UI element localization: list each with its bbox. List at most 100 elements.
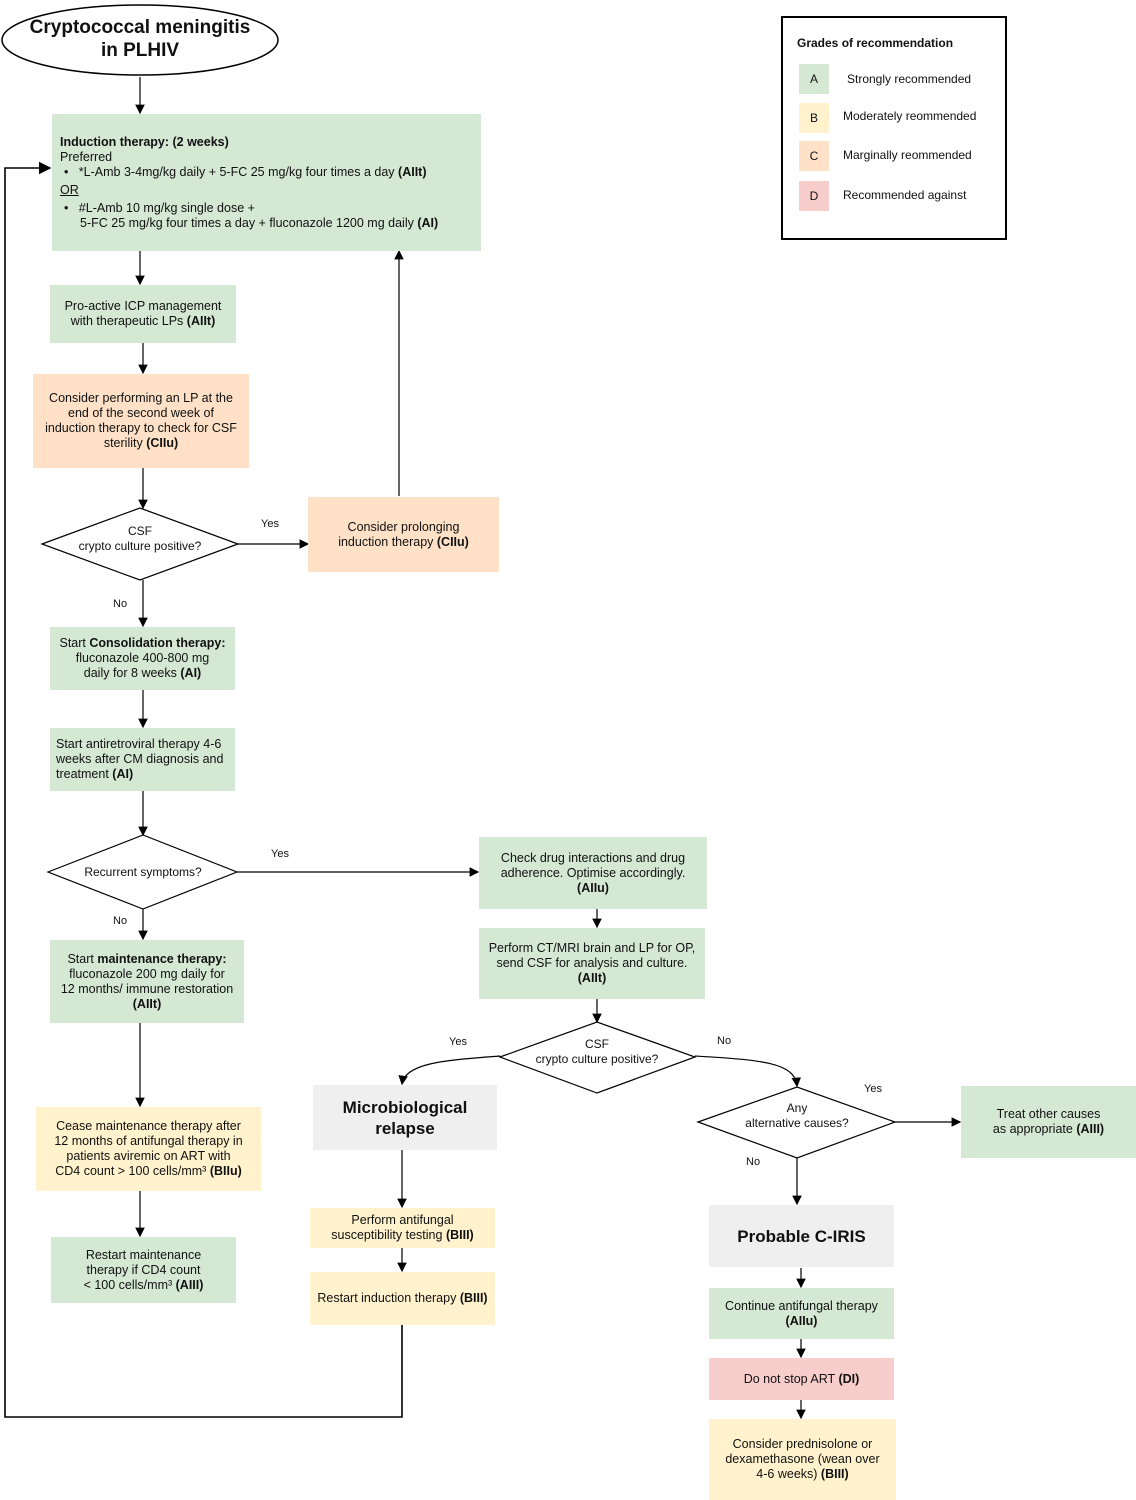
alt-causes-line1: Any — [786, 1101, 808, 1115]
csf2-line2: crypto culture positive? — [535, 1052, 659, 1066]
legend-swatch-d: D — [799, 181, 829, 211]
cease-grade: (BIIu) — [209, 1164, 242, 1178]
ct-mri-line2: send CSF for analysis and culture. — [496, 956, 688, 970]
consider-lp-grade: (CIIu) — [146, 436, 179, 450]
maintenance-grade: (AIIt) — [132, 996, 162, 1011]
edge-loop-back-to-induction — [4, 161, 403, 1418]
cease-line1: Cease maintenance therapy after — [56, 1119, 241, 1133]
restart-maint-grade: (AIII) — [175, 1277, 204, 1292]
prednisolone-box: Consider prednisolone or dexamethasone (… — [709, 1419, 896, 1500]
art-line2: weeks after CM diagnosis and — [56, 752, 224, 766]
csf2-decision-text: CSF crypto culture positive? — [517, 1037, 677, 1067]
icp-grade: (AIIt) — [186, 314, 216, 328]
induction-or: OR — [60, 182, 79, 197]
csf-decision-line1: CSF — [128, 524, 152, 538]
legend-swatch-c: C — [799, 141, 829, 171]
icp-line2: with therapeutic LPs — [70, 314, 184, 328]
icp-line1: Pro-active ICP management — [64, 299, 222, 313]
induction-option1: *L-Amb 3-4mg/kg daily + 5-FC 25 mg/kg fo… — [78, 164, 395, 179]
restart-maint-line3: < 100 cells/mm³ — [83, 1277, 173, 1292]
maintenance-line2: fluconazole 200 mg daily for — [69, 966, 225, 981]
treat-other-grade: (AIII) — [1076, 1122, 1105, 1136]
micro-relapse-line1: Microbiological — [342, 1097, 468, 1117]
check-drug-line1: Check drug interactions and drug — [500, 850, 686, 865]
continue-antifungal-box: Continue antifungal therapy (AIIu) — [709, 1288, 894, 1339]
treat-other-line1: Treat other causes — [996, 1107, 1101, 1121]
consider-lp-line3: induction therapy to check for CSF — [45, 421, 237, 435]
cease-line2: 12 months of antifungal therapy in — [54, 1134, 243, 1148]
art-line3: treatment — [56, 767, 109, 781]
legend-label-b: Moderately reommended — [843, 109, 977, 123]
microbiological-relapse-box: Microbiological relapse — [313, 1085, 497, 1150]
legend-swatch-a: A — [799, 64, 829, 94]
restart-maint-line1: Restart maintenance — [85, 1247, 202, 1262]
start-art-box: Start antiretroviral therapy 4-6 weeks a… — [50, 728, 235, 791]
flowchart-title: Cryptococcal meningitis in PLHIV — [10, 16, 270, 62]
recurrent-text: Recurrent symptoms? — [84, 865, 202, 879]
csf-no-label: No — [113, 598, 128, 610]
check-drug-grade: (AIIu) — [577, 880, 609, 895]
consider-lp-box: Consider performing an LP at the end of … — [33, 374, 249, 468]
ct-mri-grade: (AIIt) — [577, 971, 607, 985]
cease-line3: patients aviremic on ART with — [66, 1149, 231, 1163]
susceptibility-box: Perform antifungal susceptibility testin… — [310, 1208, 495, 1248]
ct-mri-box: Perform CT/MRI brain and LP for OP, send… — [479, 928, 705, 999]
prolong-induction-box: Consider prolonging induction therapy (C… — [308, 497, 499, 572]
legend-label-a: Strongly recommended — [847, 72, 972, 86]
do-not-stop-art-box: Do not stop ART (DI) — [709, 1358, 894, 1400]
restart-induction-grade: (BIII) — [459, 1291, 488, 1305]
consolidation-prefix: Start — [59, 636, 86, 650]
csf-decision-line2: crypto culture positive? — [78, 539, 202, 553]
restart-maintenance-box: Restart maintenance therapy if CD4 count… — [51, 1237, 236, 1303]
continue-af-grade: (AIIu) — [785, 1313, 818, 1328]
art-line1: Start antiretroviral therapy 4-6 — [56, 737, 222, 751]
pred-line2: dexamethasone (wean over — [725, 1452, 880, 1466]
edge-csf2-yes — [398, 1055, 501, 1086]
maintenance-prefix: Start — [67, 951, 94, 966]
continue-af-line1: Continue antifungal therapy — [725, 1298, 878, 1313]
csf2-diamond — [498, 1021, 697, 1094]
ciris-text: Probable C-IRIS — [737, 1226, 866, 1246]
induction-option2-line2: 5-FC 25 mg/kg four times a day + flucona… — [80, 215, 414, 230]
induction-option2-line1: #L-Amb 10 mg/kg single dose + — [78, 200, 255, 215]
csf2-line1: CSF — [585, 1037, 609, 1051]
consider-lp-line2: end of the second week of — [68, 406, 214, 420]
consolidation-line2: fluconazole 400-800 mg — [75, 651, 210, 665]
consolidation-line3: daily for 8 weeks — [83, 666, 177, 680]
no-stop-art-grade: (DI) — [838, 1371, 860, 1386]
check-drug-line2: adherence. Optimise accordingly. — [500, 865, 686, 880]
induction-option2-grade: (AI) — [417, 215, 439, 230]
legend-label-d: Recommended against — [843, 188, 967, 202]
susceptibility-grade: (BIII) — [445, 1228, 474, 1242]
csf2-no-label: No — [717, 1035, 732, 1047]
edge-csf2-no — [694, 1055, 802, 1088]
csf-yes-label: Yes — [261, 518, 279, 530]
pred-line3: 4-6 weeks) — [756, 1467, 818, 1481]
csf-decision-diamond — [40, 507, 240, 581]
restart-maint-line2: therapy if CD4 count — [86, 1262, 201, 1277]
csf-decision-text: CSF crypto culture positive? — [60, 524, 220, 554]
no-stop-art-text: Do not stop ART — [743, 1371, 835, 1386]
treat-other-causes-box: Treat other causes as appropriate (AIII) — [961, 1086, 1136, 1158]
consolidation-grade: (AI) — [180, 666, 202, 680]
induction-therapy-box: Induction therapy: (2 weeks) Preferred •… — [52, 114, 481, 251]
maintenance-line3: 12 months/ immune restoration — [60, 981, 234, 996]
alt-no-label: No — [746, 1156, 761, 1168]
induction-heading: Induction therapy: (2 weeks) — [60, 134, 229, 149]
maintenance-box: Start maintenance therapy: fluconazole 2… — [50, 940, 244, 1023]
probable-ciris-box: Probable C-IRIS — [709, 1205, 894, 1267]
art-grade: (AI) — [112, 767, 134, 781]
maintenance-heading: maintenance therapy: — [97, 951, 227, 966]
consolidation-box: Start Consolidation therapy: fluconazole… — [50, 627, 235, 690]
consider-lp-line4: sterility — [103, 436, 143, 450]
alt-causes-line2: alternative causes? — [745, 1116, 849, 1130]
consider-lp-line1: Consider performing an LP at the — [49, 391, 233, 405]
pred-grade: (BIII) — [820, 1467, 849, 1481]
alt-yes-label: Yes — [864, 1083, 882, 1095]
grades-legend: Grades of recommendation A Strongly reco… — [781, 16, 1007, 240]
title-line1: Cryptococcal meningitis — [29, 17, 251, 38]
recurrent-diamond — [46, 834, 239, 910]
micro-relapse-line2: relapse — [375, 1118, 435, 1138]
check-drug-box: Check drug interactions and drug adheren… — [479, 837, 707, 909]
